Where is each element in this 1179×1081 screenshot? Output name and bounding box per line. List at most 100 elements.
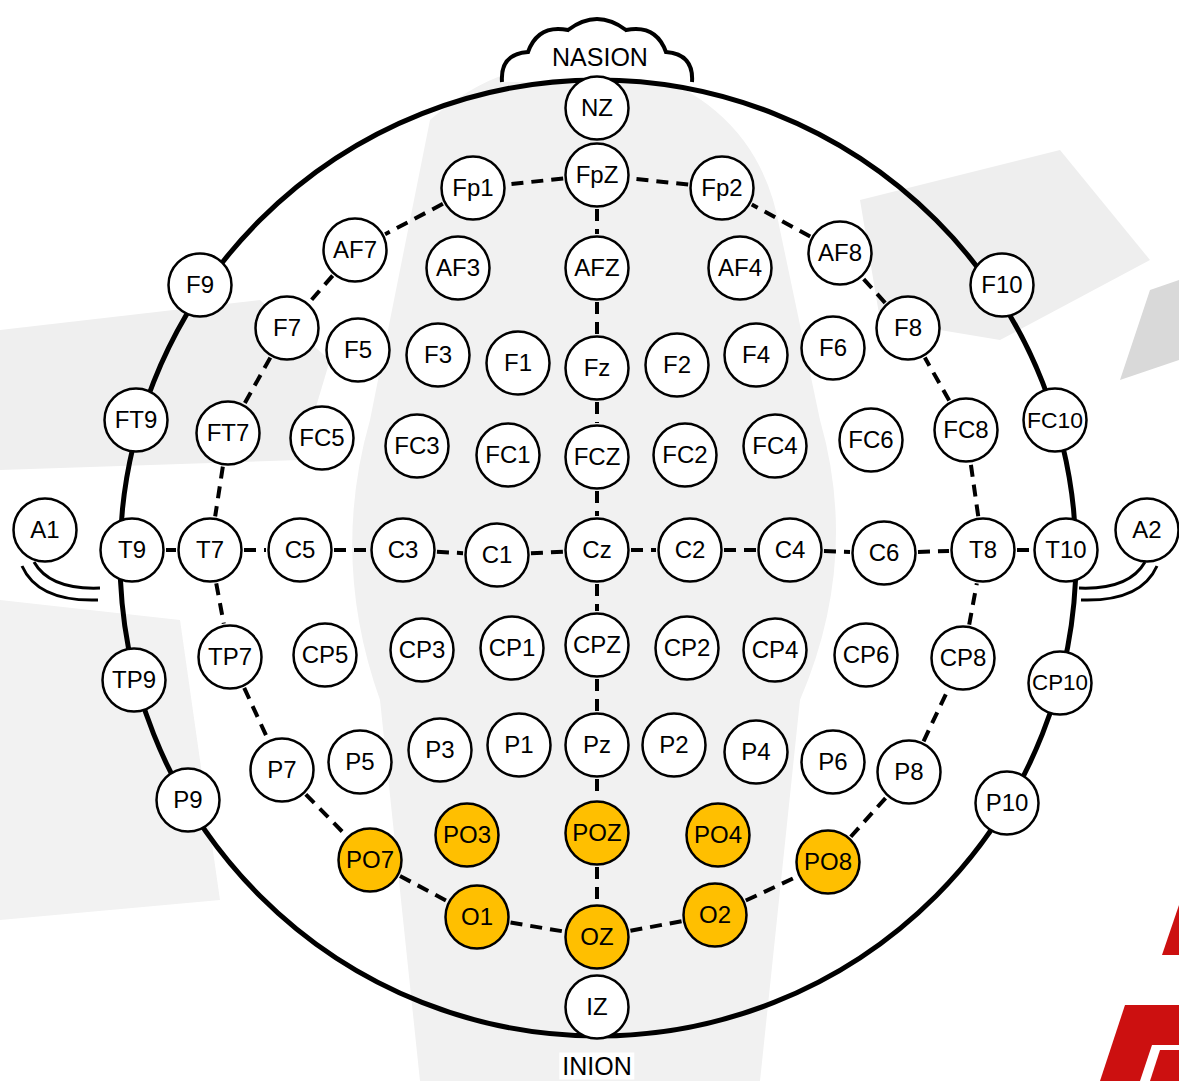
electrode-shape <box>327 319 390 382</box>
electrode-label: OZ <box>580 925 613 949</box>
electrode-shape <box>566 144 629 207</box>
electrode-circle: T9 <box>99 517 165 583</box>
electrode-shape <box>802 317 865 380</box>
electrode-circle: CP4 <box>742 617 808 683</box>
electrode-circle: FT7 <box>195 400 261 466</box>
electrode-connector <box>595 679 599 711</box>
electrode-circle: P5 <box>327 729 393 795</box>
electrode-label: CPZ <box>573 633 621 657</box>
electrode-label: CP2 <box>664 636 711 660</box>
electrode-connector <box>595 209 599 234</box>
electrode-label: C2 <box>675 538 706 562</box>
electrode-connector <box>863 278 885 303</box>
electrode-label: FC5 <box>299 426 344 450</box>
electrode-label: TP7 <box>208 645 252 669</box>
electrode-label: F8 <box>894 316 922 340</box>
electrode-shape <box>725 721 788 784</box>
electrode-shape <box>976 772 1039 835</box>
electrode-shape <box>659 519 722 582</box>
electrode-connector <box>215 467 223 517</box>
electrode-shape <box>656 617 719 680</box>
electrode-shape <box>386 415 449 478</box>
electrode-circle: NZ <box>564 75 630 141</box>
electrode-label: C1 <box>482 543 513 567</box>
electrode-shape <box>654 424 717 487</box>
landmark-label: INION <box>559 1053 634 1080</box>
electrode-circle: CP10 <box>1027 650 1093 716</box>
electrode-label: P9 <box>173 788 202 812</box>
electrode-label: CP1 <box>489 636 536 660</box>
electrode-connector <box>309 276 332 303</box>
electrode-shape <box>566 802 629 865</box>
electrode-label: FC2 <box>662 443 707 467</box>
electrode-label: P8 <box>894 760 923 784</box>
electrode-label: T7 <box>196 538 224 562</box>
electrode-label: F9 <box>186 273 214 297</box>
electrode-circle: P10 <box>974 770 1040 836</box>
electrode-circle: F10 <box>969 252 1035 318</box>
electrode-label: P5 <box>345 750 374 774</box>
electrode-label: AFZ <box>574 256 619 280</box>
electrode-shape <box>446 886 509 949</box>
electrode-label: F1 <box>504 351 532 375</box>
electrode-label: P10 <box>986 791 1029 815</box>
electrode-label: CP6 <box>843 643 890 667</box>
electrode-shape <box>436 804 499 867</box>
electrode-shape <box>802 731 865 794</box>
electrode-circle: T10 <box>1033 517 1099 583</box>
electrode-label: Fp1 <box>452 176 493 200</box>
electrode-label: O1 <box>461 905 493 929</box>
faded-figure <box>0 62 1179 1081</box>
electrode-label: C5 <box>285 538 316 562</box>
electrode-circle: CP3 <box>389 617 455 683</box>
electrode-label: CP10 <box>1032 672 1088 694</box>
electrode-shape <box>1024 389 1087 452</box>
electrode-label: PO7 <box>346 848 394 872</box>
electrode-circle: Cz <box>564 517 630 583</box>
faded-body <box>352 62 836 1081</box>
electrode-shape <box>744 415 807 478</box>
electrode-shape <box>407 324 470 387</box>
electrode-shape <box>646 334 709 397</box>
electrode-label: F10 <box>981 273 1022 297</box>
red-stripe <box>1162 905 1179 955</box>
electrode-circle: CP6 <box>833 622 899 688</box>
electrode-connector <box>595 491 599 516</box>
electrode-connector <box>334 548 369 552</box>
electrode-connector <box>306 794 346 835</box>
electrode-shape <box>566 426 629 489</box>
electrode-shape <box>935 399 998 462</box>
electrode-circle: P8 <box>876 739 942 805</box>
electrode-shape <box>566 77 629 140</box>
electrode-label: PO8 <box>804 850 852 874</box>
electrode-label: F5 <box>344 338 372 362</box>
electrode-shape <box>372 519 435 582</box>
electrode-label: Fz <box>584 356 611 380</box>
electrode-circle: P1 <box>486 712 552 778</box>
electrode-label: P2 <box>659 733 688 757</box>
electrode-circle: AF8 <box>807 220 873 286</box>
electrode-circle: C4 <box>757 517 823 583</box>
electrode-label: F7 <box>273 316 301 340</box>
electrode-shape <box>684 884 747 947</box>
electrode-label: F4 <box>742 343 770 367</box>
electrode-shape <box>643 714 706 777</box>
electrode-shape <box>971 254 1034 317</box>
electrode-connector <box>630 921 681 931</box>
electrode-shape <box>709 237 772 300</box>
electrode-label: P3 <box>425 738 454 762</box>
electrode-label: FT7 <box>207 421 250 445</box>
electrode-circle: Fp1 <box>440 155 506 221</box>
electrode-label: A2 <box>1132 518 1161 542</box>
electrode-shape <box>179 519 242 582</box>
electrode-circle: FC3 <box>384 413 450 479</box>
electrode-connector <box>244 688 268 739</box>
electrode-circle: F4 <box>723 322 789 388</box>
electrode-shape <box>487 332 550 395</box>
electrode-shape <box>339 829 402 892</box>
electrode-connector <box>752 204 810 236</box>
electrode-shape <box>687 804 750 867</box>
electrode-shape <box>329 731 392 794</box>
electrode-circle: F8 <box>875 295 941 361</box>
electrode-shape <box>442 157 505 220</box>
